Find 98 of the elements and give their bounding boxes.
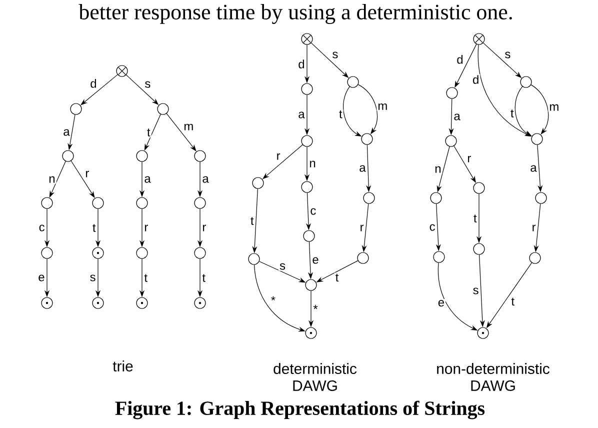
edge-label: a [144,176,151,183]
final-state [194,297,206,309]
edge-label: s [473,288,478,294]
state-circle [70,103,82,115]
edge-label: t [202,274,206,282]
edge-label: s [280,263,286,270]
state-circle [252,177,264,189]
edge-label: r [145,224,148,232]
edge-label: e [312,257,318,264]
state-circle [41,197,53,209]
state-circle [430,192,442,204]
final-state [477,327,489,339]
state-circle [529,252,541,264]
state-circle [357,252,369,264]
edge-label: * [271,296,276,300]
state-circle [301,135,313,147]
edge-label: t [510,110,514,118]
state-circle [446,87,458,99]
state-circle [194,150,206,162]
edge-label: t [339,110,342,118]
edge-label: a [360,165,366,172]
final-state [305,327,317,339]
state-circle [363,192,375,204]
edge-label: n [49,176,55,183]
edge-label: c [310,208,316,215]
edge-label: a [530,165,537,172]
state-circle [535,192,547,204]
state-circle [347,76,359,88]
edge-label: r [468,156,471,162]
graph-label: non-deterministic DAWG [437,363,550,391]
final-state [136,297,148,309]
edge-label: t [92,224,96,232]
state-circle [194,197,206,209]
edge-label: m [550,104,558,111]
edge-label: r [203,224,206,232]
state-circle [531,133,543,145]
edge-label: a [202,176,209,183]
edge-label: e [438,300,444,307]
edge-label: t [336,274,339,282]
state-circle [473,182,485,194]
figure-caption: Figure 1: Graph Representations of Strings [115,400,485,420]
state-circle [433,251,445,263]
edge-label: r [86,170,89,178]
start-state [301,33,313,45]
final-state [41,297,53,309]
transition-arrow [166,113,196,152]
start-state [473,33,485,45]
edge-label: t [144,274,148,282]
edge-label: s [145,81,150,88]
state-circle [136,197,148,209]
edge-label: m [378,103,387,110]
graph-label: deterministic DAWG [274,363,357,391]
edge-label: t [250,217,254,225]
state-circle [301,181,313,193]
edge-label: a [64,129,70,136]
state-circle [361,133,373,145]
start-state [116,65,128,77]
final-state [92,247,104,259]
edge-label: c [39,224,44,232]
edge-label: t [474,214,477,222]
edge-label: d [90,79,96,88]
state-circle [445,135,457,147]
edge-label: d [298,60,304,68]
state-circle [194,247,206,259]
caption-text: better response time by using a deterministic one. [78,4,512,24]
state-circle [301,83,313,95]
final-state [92,297,104,309]
edge-label: s [332,52,338,58]
state-circle [92,197,104,209]
state-circle [157,103,169,115]
state-circle [62,150,74,162]
edge-label: s [505,52,510,58]
graph-label: trie [112,360,133,372]
state-circle [41,247,53,259]
edge-label: a [298,112,305,118]
edge-label: n [310,160,316,168]
edge-label: a [454,114,460,120]
state-circle [305,279,317,291]
edge-label: s [90,274,96,282]
edge-label: e [38,274,44,282]
state-circle [136,247,148,259]
edge-label: c [430,224,435,231]
transition-arrow [530,84,549,134]
edge-label: t [511,298,514,306]
state-circle [473,243,485,255]
edge-label: * [313,304,318,310]
state-circle [136,150,148,162]
edge-label: d [473,75,478,84]
edge-label: t [147,128,150,136]
edge-label: m [184,124,193,130]
edge-label: d [457,55,463,64]
edge-label: n [435,166,441,173]
state-circle [520,76,532,88]
state-circle [303,230,315,242]
edge-label: r [360,224,364,232]
state-circle [248,253,260,265]
edge-label: r [532,224,536,232]
edge-label: r [277,153,280,160]
